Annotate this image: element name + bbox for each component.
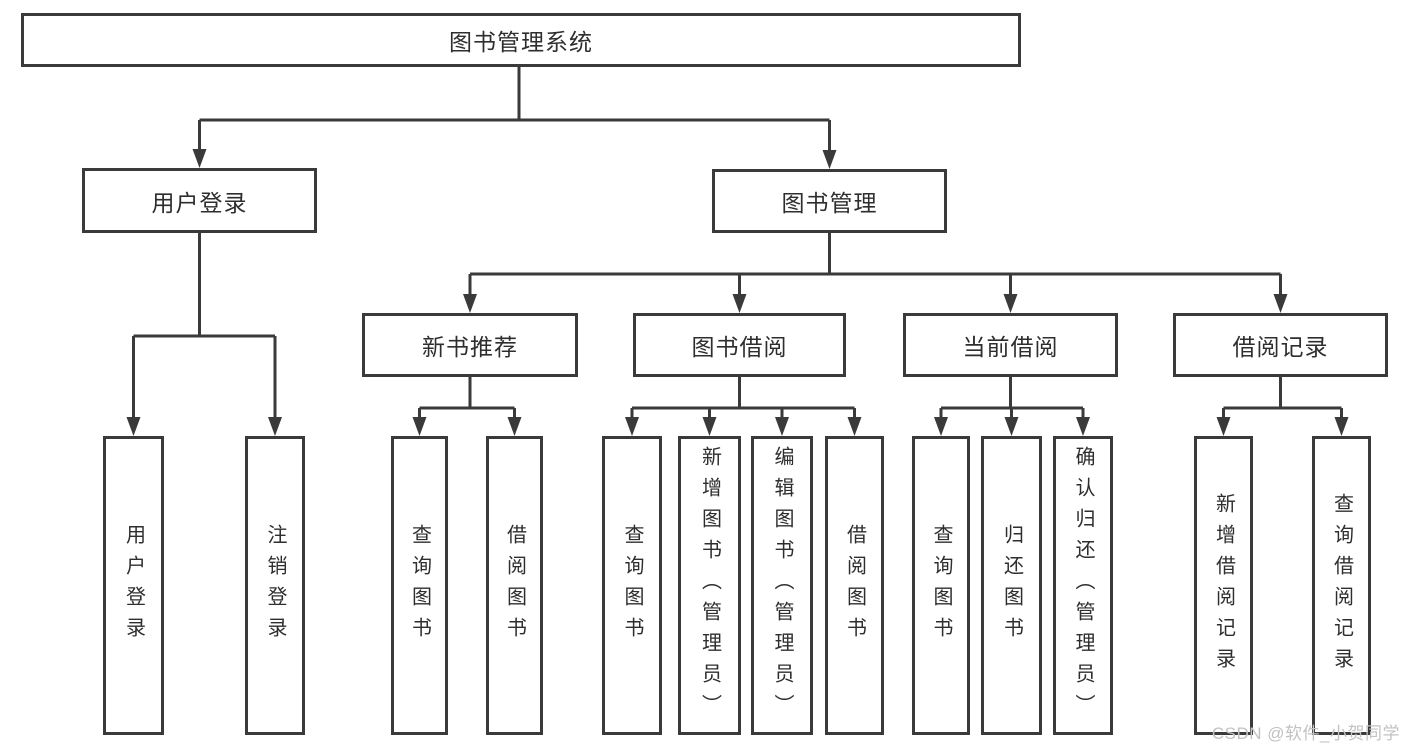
node-root-label: 图书管理系统 bbox=[449, 29, 593, 55]
node-root: 图书管理系统 bbox=[21, 13, 1021, 67]
leaf-query-books-3-label: 查询图书 bbox=[930, 523, 952, 648]
leaf-query-borrow-record-label: 查询借阅记录 bbox=[1330, 492, 1353, 679]
node-current-borrowing: 当前借阅 bbox=[903, 313, 1118, 377]
leaf-borrow-books-1: 借阅图书 bbox=[486, 436, 543, 735]
leaf-add-borrow-record: 新增借阅记录 bbox=[1194, 436, 1253, 735]
node-user-login: 用户登录 bbox=[82, 168, 317, 233]
node-book-management: 图书管理 bbox=[712, 169, 947, 233]
arrowheads bbox=[126, 149, 1349, 436]
leaf-add-borrow-record-label: 新增借阅记录 bbox=[1212, 492, 1235, 679]
node-new-book-recommendation-label: 新书推荐 bbox=[422, 334, 518, 360]
node-current-borrowing-label: 当前借阅 bbox=[962, 334, 1059, 360]
leaf-edit-books-admin-label: 编辑图书（管理员） bbox=[771, 446, 793, 725]
leaf-logout-login-label: 注销登录 bbox=[264, 523, 286, 648]
leaf-confirm-return-admin-label: 确认归还（管理员） bbox=[1072, 446, 1094, 725]
node-borrowing-records-label: 借阅记录 bbox=[1232, 334, 1329, 360]
leaf-return-books: 归还图书 bbox=[981, 436, 1042, 735]
node-book-borrowing: 图书借阅 bbox=[633, 313, 846, 377]
node-borrowing-records: 借阅记录 bbox=[1173, 313, 1388, 377]
leaf-add-books-admin-label: 新增图书（管理员） bbox=[698, 446, 721, 725]
leaf-logout-login: 注销登录 bbox=[245, 436, 305, 735]
leaf-query-books-1-label: 查询图书 bbox=[408, 523, 431, 648]
leaf-user-login-label: 用户登录 bbox=[122, 523, 145, 648]
leaf-query-books-2-label: 查询图书 bbox=[621, 523, 643, 648]
leaf-query-books-3: 查询图书 bbox=[912, 436, 970, 735]
leaf-borrow-books-2-label: 借阅图书 bbox=[843, 523, 866, 648]
leaf-user-login: 用户登录 bbox=[103, 436, 164, 735]
node-user-login-label: 用户登录 bbox=[151, 189, 248, 216]
leaf-borrow-books-1-label: 借阅图书 bbox=[503, 523, 526, 648]
leaf-confirm-return-admin: 确认归还（管理员） bbox=[1053, 436, 1113, 735]
leaf-query-books-1: 查询图书 bbox=[391, 436, 448, 735]
leaf-add-books-admin: 新增图书（管理员） bbox=[678, 436, 741, 735]
node-new-book-recommendation: 新书推荐 bbox=[362, 313, 578, 377]
leaf-borrow-books-2: 借阅图书 bbox=[825, 436, 884, 735]
leaf-query-borrow-record: 查询借阅记录 bbox=[1312, 436, 1371, 735]
leaf-edit-books-admin: 编辑图书（管理员） bbox=[751, 436, 813, 735]
node-book-management-label: 图书管理 bbox=[781, 190, 878, 216]
node-book-borrowing-label: 图书借阅 bbox=[691, 334, 788, 360]
leaf-query-books-2: 查询图书 bbox=[602, 436, 662, 735]
watermark: CSDN @软件_小贺同学 bbox=[1211, 724, 1400, 743]
leaf-return-books-label: 归还图书 bbox=[1000, 523, 1023, 648]
